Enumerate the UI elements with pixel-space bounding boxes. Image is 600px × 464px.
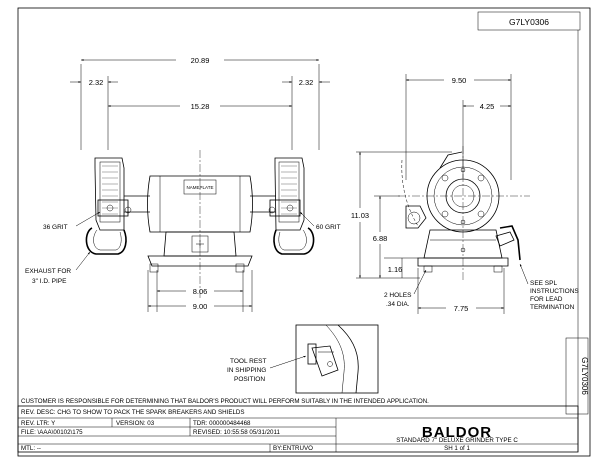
side-number-box bbox=[565, 337, 589, 415]
dim-base-inner: 8.06 bbox=[193, 287, 208, 296]
rev-desc: REV. DESC: CHG TO SHOW TO PACK THE SPARK… bbox=[21, 409, 245, 416]
label-tool-rest-1: TOOL REST bbox=[230, 358, 267, 365]
label-holes-2: .34 DIA. bbox=[386, 301, 410, 308]
label-exhaust-1: EXHAUST FOR bbox=[25, 268, 71, 275]
label-spl-1: SEE SPL bbox=[530, 280, 557, 287]
label-spl-2: INSTRUCTIONS bbox=[530, 288, 579, 295]
title-block: REV. DESC: CHG TO SHOW TO PACK THE SPARK… bbox=[17, 405, 579, 453]
label-spl-4: TERMINATION bbox=[530, 304, 575, 311]
label-left-grit: 36 GRIT bbox=[43, 224, 68, 231]
nameplate-label: NAMEPLATE bbox=[187, 185, 214, 190]
drawing-number: G7LY0306 bbox=[509, 17, 549, 27]
dim-base-outer: 9.00 bbox=[193, 302, 208, 311]
drawn-by: BY:ENTRUVO bbox=[273, 445, 313, 452]
dim-shaft: 4.25 bbox=[480, 102, 495, 111]
customer-notice: CUSTOMER IS RESPONSIBLE FOR DETERMINING … bbox=[21, 398, 429, 405]
label-exhaust-2: 3" I.D. PIPE bbox=[32, 278, 67, 285]
dim-depth: 9.50 bbox=[452, 76, 467, 85]
drawing-number-box bbox=[477, 11, 581, 31]
side-view: 9.50 4.25 bbox=[351, 74, 579, 314]
dim-base-height: 1.16 bbox=[388, 265, 403, 274]
label-right-grit: 60 GRIT bbox=[316, 224, 341, 231]
label-holes-1: 2 HOLES bbox=[384, 292, 412, 299]
tool-rest-detail: TOOL REST IN SHIPPING POSITION bbox=[227, 324, 379, 394]
sheet-number: SH 1 of 1 bbox=[444, 445, 470, 452]
sheet-border bbox=[17, 7, 591, 457]
baldor-logo: BALDOR bbox=[422, 424, 492, 441]
dim-right-guard: 2.32 bbox=[299, 78, 314, 87]
dim-base-width: 7.75 bbox=[454, 304, 469, 313]
side-drawing-number: G7LY0306 bbox=[580, 357, 589, 395]
revised-date: REVISED: 10:55:58 05/31/2011 bbox=[193, 429, 280, 436]
dim-overall-width: 20.89 bbox=[191, 56, 210, 65]
file-path: FILE: \AAA\00102\175 bbox=[21, 429, 83, 436]
version: VERSION: 03 bbox=[116, 420, 155, 427]
label-tool-rest-3: POSITION bbox=[234, 376, 265, 383]
front-view: 20.89 2.32 2.32 15.28 bbox=[25, 56, 341, 312]
dim-center-height: 6.88 bbox=[373, 234, 388, 243]
tdr-number: TDR: 000000484468 bbox=[193, 420, 251, 427]
dim-left-guard: 2.32 bbox=[89, 78, 104, 87]
material: MTL: -- bbox=[21, 445, 41, 452]
label-tool-rest-2: IN SHIPPING bbox=[227, 367, 266, 374]
rev-ltr: REV. LTR: Y bbox=[21, 420, 55, 427]
dim-height: 11.03 bbox=[351, 211, 369, 220]
drawing-title: STANDARD 7" DELUXE GRINDER TYPE C bbox=[396, 437, 518, 444]
label-spl-3: FOR LEAD bbox=[530, 296, 563, 303]
dim-between-wheels: 15.28 bbox=[191, 102, 210, 111]
